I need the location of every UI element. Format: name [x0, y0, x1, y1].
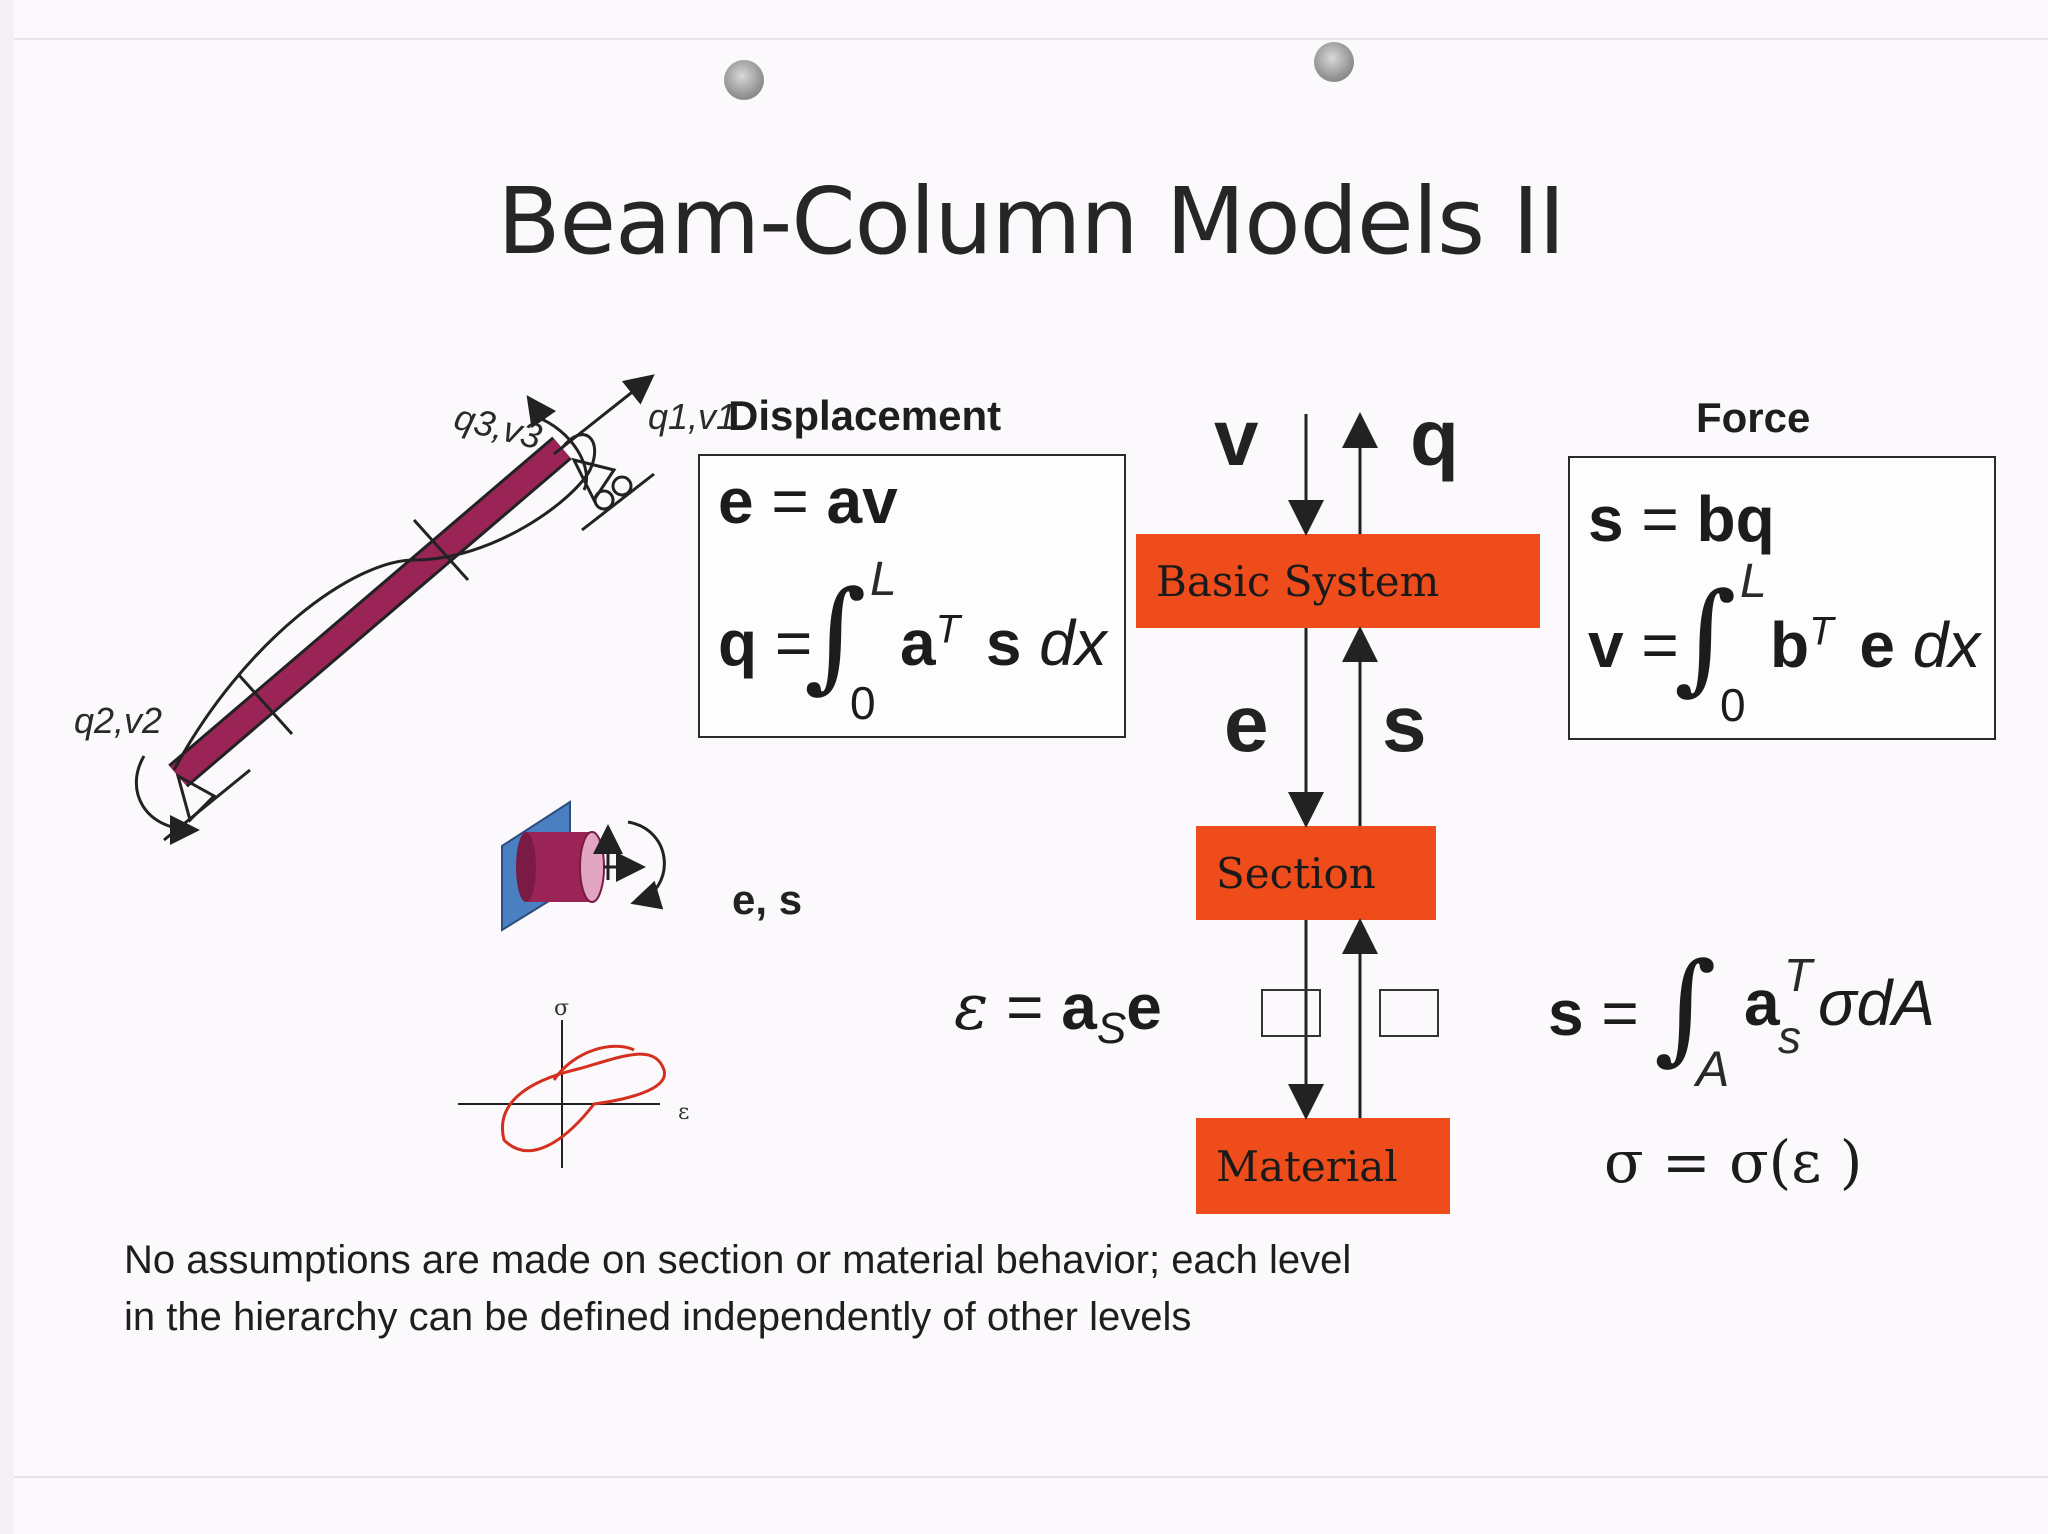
displacement-integral-lower: 0 — [850, 677, 876, 729]
displacement-integrand: aT s dx — [900, 606, 1107, 680]
basic-system-box: Basic System — [1136, 534, 1540, 628]
material-label: Material — [1216, 1141, 1398, 1191]
label-q3-v3: q3,v3 — [450, 395, 546, 458]
hysteresis-loop — [501, 1044, 666, 1153]
stress-s: s — [1548, 977, 1584, 1049]
force-integrand-dx: dx — [1912, 609, 1981, 681]
force-integral-upper: L — [1740, 555, 1767, 608]
displacement-heading: Displacement — [728, 392, 1002, 439]
stress-rest: σdA — [1818, 967, 1935, 1039]
force-heading: Force — [1696, 394, 1811, 441]
hierarchy-arrows — [1288, 412, 1378, 1120]
bottom-edge-line — [14, 1476, 2048, 1478]
integrand-s: s — [985, 607, 1022, 679]
section-es-label: e, s — [732, 876, 803, 923]
displacement-eq1: e = av — [718, 464, 898, 538]
force-eq1: s = bq — [1588, 482, 1775, 556]
eq1-lhs: e — [718, 465, 754, 537]
strain-e: e — [1126, 971, 1162, 1043]
force-equation-box: s = bq v = ∫ L 0 bT e dx — [1568, 456, 1996, 740]
punch-hole-left — [724, 60, 764, 100]
caption-line-1: No assumptions are made on section or ma… — [124, 1238, 1352, 1282]
empty-box-left — [1261, 989, 1321, 1037]
force-eq1-equals: = — [1641, 483, 1679, 555]
displacement-integral-upper: L — [870, 553, 897, 606]
hierarchy-v-symbol: v — [1214, 393, 1259, 482]
force-eq1-rhs: bq — [1696, 483, 1775, 555]
stress-a: a — [1744, 967, 1780, 1039]
punch-hole-right — [1314, 42, 1354, 82]
section-icon — [501, 800, 666, 932]
slide-caption: No assumptions are made on section or ma… — [124, 1232, 1624, 1346]
integrand-a: a — [900, 607, 936, 679]
rotation-arrow-end-i — [134, 755, 200, 845]
eq1-equals: = — [771, 465, 809, 537]
force-integrand-b: b — [1770, 609, 1810, 681]
stress-integrand: a — [1744, 966, 1780, 1040]
strain-sub-s: S — [1096, 1003, 1127, 1053]
epsilon-axis-label: ε — [678, 1100, 690, 1125]
axial-arrow — [553, 374, 655, 456]
section-cylinder — [526, 832, 592, 902]
integrand-dx: dx — [1039, 607, 1107, 679]
stress-resultant-lhs: s = — [1548, 976, 1639, 1050]
eq2-equals: = — [774, 607, 813, 679]
roller-support — [571, 457, 617, 503]
section-box: Section — [1196, 826, 1436, 920]
eq1-rhs: av — [826, 465, 898, 537]
slide-page: Beam-Column Models II Displacement e = a… — [14, 0, 2048, 1534]
strain-a: a — [1061, 971, 1097, 1043]
material-box: Material — [1196, 1118, 1450, 1214]
force-eq2-lhs: v — [1588, 609, 1624, 681]
displacement-integral-sign: ∫ — [804, 566, 867, 705]
displacement-eq2: q = — [718, 606, 812, 680]
material-law: σ = σ(ε ) — [1604, 1128, 1863, 1196]
slide-title: Beam-Column Models II — [497, 168, 1565, 275]
force-integrand-sup-t: T — [1809, 609, 1834, 654]
stress-sup-t: T — [1784, 949, 1813, 1001]
strain-equation: ε = aSe — [954, 970, 1162, 1054]
strain-equals: = — [1006, 971, 1044, 1043]
force-eq1-lhs: s — [1588, 483, 1624, 555]
top-edge-line — [14, 38, 2048, 40]
eq2-lhs: q — [718, 607, 758, 679]
force-eq2-equals: = — [1641, 609, 1679, 681]
deflected-shape — [172, 433, 597, 771]
displacement-equation-box: e = av q = ∫ L 0 aT s dx — [698, 454, 1126, 738]
section-label: Section — [1216, 848, 1376, 898]
section-plate — [501, 800, 571, 932]
stress-equals: = — [1601, 977, 1639, 1049]
basic-system-label: Basic System — [1156, 556, 1440, 606]
force-integral-lower: 0 — [1720, 679, 1746, 731]
hierarchy-q-symbol: q — [1410, 393, 1459, 482]
hysteresis-sketch — [458, 1020, 666, 1168]
integrand-sup-t: T — [935, 607, 961, 652]
empty-box-right — [1379, 989, 1439, 1037]
hierarchy-s-symbol: s — [1382, 679, 1427, 768]
caption-line-2: in the hierarchy can be defined independ… — [124, 1295, 1192, 1339]
label-q1-v1: q1,v1 — [648, 396, 737, 437]
stress-integral-sign: ∫ — [1654, 938, 1717, 1077]
stress-sub-s: s — [1778, 1011, 1801, 1063]
label-q2-v2: q2,v2 — [74, 700, 163, 741]
sigma-axis-label: σ — [554, 996, 570, 1021]
hierarchy-e-symbol: e — [1224, 679, 1269, 768]
force-eq2: v = — [1588, 608, 1679, 682]
force-integrand: bT e dx — [1770, 608, 1980, 682]
force-integrand-e: e — [1859, 609, 1895, 681]
pin-support — [175, 772, 217, 823]
beam-element-drawing — [134, 374, 655, 845]
stress-integral-lower: A — [1696, 1041, 1730, 1097]
strain-eps: ε — [954, 971, 989, 1045]
force-integral-sign: ∫ — [1674, 568, 1737, 707]
beam-member — [170, 438, 570, 786]
